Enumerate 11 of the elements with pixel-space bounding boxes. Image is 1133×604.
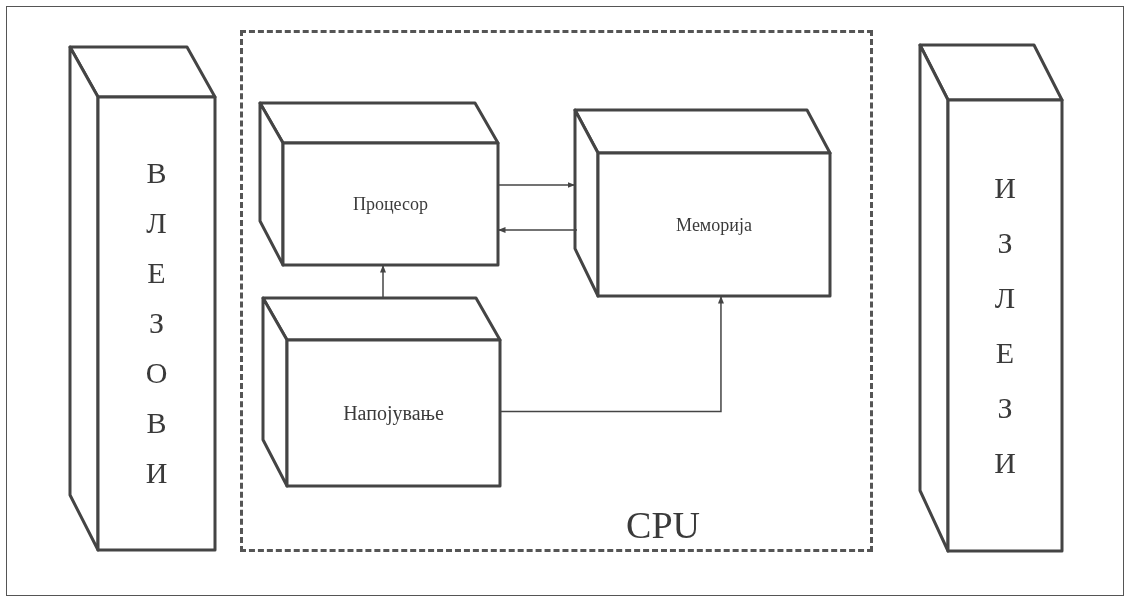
block-label: Меморија <box>675 214 753 235</box>
vertical-label: ВЛЕЗОВИ <box>144 155 169 491</box>
vertical-label: ИЗЛЕЗИ <box>993 170 1017 481</box>
arrow <box>497 182 576 188</box>
dashed-frame <box>240 30 873 552</box>
arrow <box>497 227 578 233</box>
arrow <box>380 264 386 299</box>
frame-label: CPU <box>626 503 700 547</box>
arrow <box>499 295 724 413</box>
block-label: Процесор <box>351 193 430 215</box>
block-label: Напојување <box>342 401 445 425</box>
